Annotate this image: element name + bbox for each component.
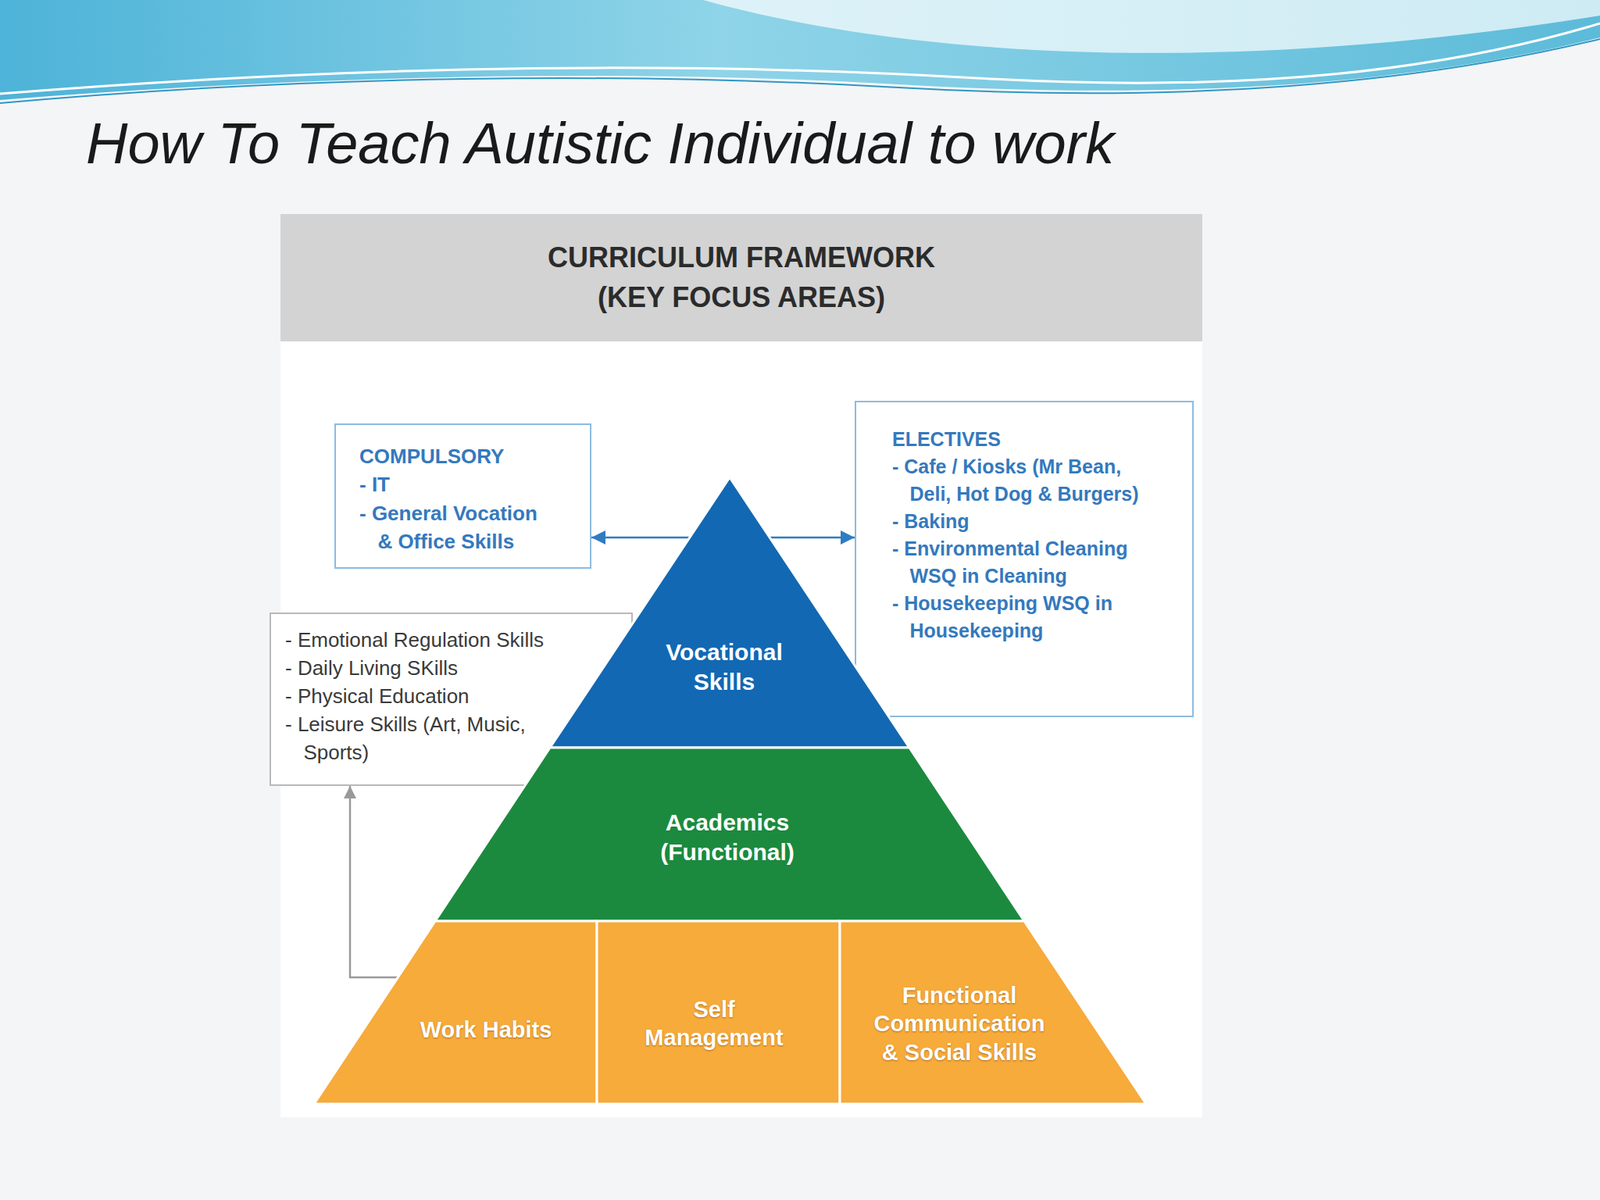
arrow-connector — [591, 536, 690, 540]
tier-label: Vocational Skills — [634, 637, 815, 697]
pyramid-tier: Academics (Functional) — [435, 747, 1025, 922]
framework-panel — [280, 341, 1203, 1118]
tier-fill — [596, 921, 840, 1104]
wave-line — [0, 39, 1600, 104]
text-group: COMPULSORY- IT- General Vocation & Offic… — [359, 442, 551, 557]
text-group: Academics (Functional) — [625, 807, 829, 867]
list-item: - Cafe / Kiosks (Mr Bean, Deli, Hot Dog … — [892, 453, 1158, 508]
slide-title: How To Teach Autistic Individual to work — [85, 109, 1115, 179]
list-item: - Environmental Cleaning WSQ in Cleaning — [892, 535, 1158, 590]
compulsory-box: COMPULSORY- IT- General Vocation & Offic… — [334, 423, 592, 569]
tier-label: Self Management — [628, 995, 800, 1053]
pyramid-base-block: Work Habits — [314, 921, 597, 1104]
list-item: - Baking — [892, 507, 1158, 536]
text-group: - Emotional Regulation Skills- Daily Liv… — [285, 626, 555, 767]
tier-shape — [314, 921, 597, 1104]
framework-heading: CURRICULUM FRAMEWORK (KEY FOCUS AREAS) — [522, 238, 961, 318]
tier-fill — [314, 921, 597, 1104]
list-item: - Leisure Skills (Art, Music, Sports) — [285, 710, 555, 768]
list-item: - Physical Education — [285, 682, 555, 711]
text-group: Work Habits — [384, 1015, 588, 1044]
pyramid-base-block: Functional Communication & Social Skills — [839, 921, 1147, 1104]
text-group: ELECTIVES- Cafe / Kiosks (Mr Bean, Deli,… — [892, 425, 1158, 645]
tier-label: Functional Communication & Social Skills — [867, 981, 1052, 1067]
box-heading: ELECTIVES — [892, 425, 1158, 454]
arrow-connector — [350, 785, 398, 978]
tier-shape — [550, 477, 910, 748]
electives-box: ELECTIVES- Cafe / Kiosks (Mr Bean, Deli,… — [854, 400, 1194, 718]
arrow-connector — [769, 536, 855, 540]
tier-label: Work Habits — [384, 1015, 588, 1044]
wave-highlight — [703, 0, 1600, 54]
tier-fill — [839, 921, 1147, 1104]
text-group: Functional Communication & Social Skills — [867, 981, 1052, 1067]
tier-fill — [550, 477, 910, 748]
header-band: CURRICULUM FRAMEWORK (KEY FOCUS AREAS) — [280, 214, 1203, 342]
list-item: - General Vocation & Office Skills — [359, 499, 551, 557]
list-item: - IT — [359, 470, 551, 499]
text-group: CURRICULUM FRAMEWORK (KEY FOCUS AREAS) — [522, 238, 961, 318]
pyramid-base-block: Self Management — [596, 921, 840, 1104]
tier-fill — [435, 747, 1025, 922]
text-group: Vocational Skills — [634, 637, 815, 697]
pyramid-tier: Vocational Skills — [550, 477, 910, 748]
tier-label: Academics (Functional) — [625, 807, 829, 867]
list-item: - Housekeeping WSQ in Housekeeping — [892, 589, 1158, 645]
header-wave — [0, 0, 1600, 100]
text-group: Self Management — [628, 995, 800, 1053]
box-heading: COMPULSORY — [359, 442, 551, 471]
list-item: - Emotional Regulation Skills — [285, 626, 555, 655]
list-item: - Daily Living SKills — [285, 654, 555, 683]
